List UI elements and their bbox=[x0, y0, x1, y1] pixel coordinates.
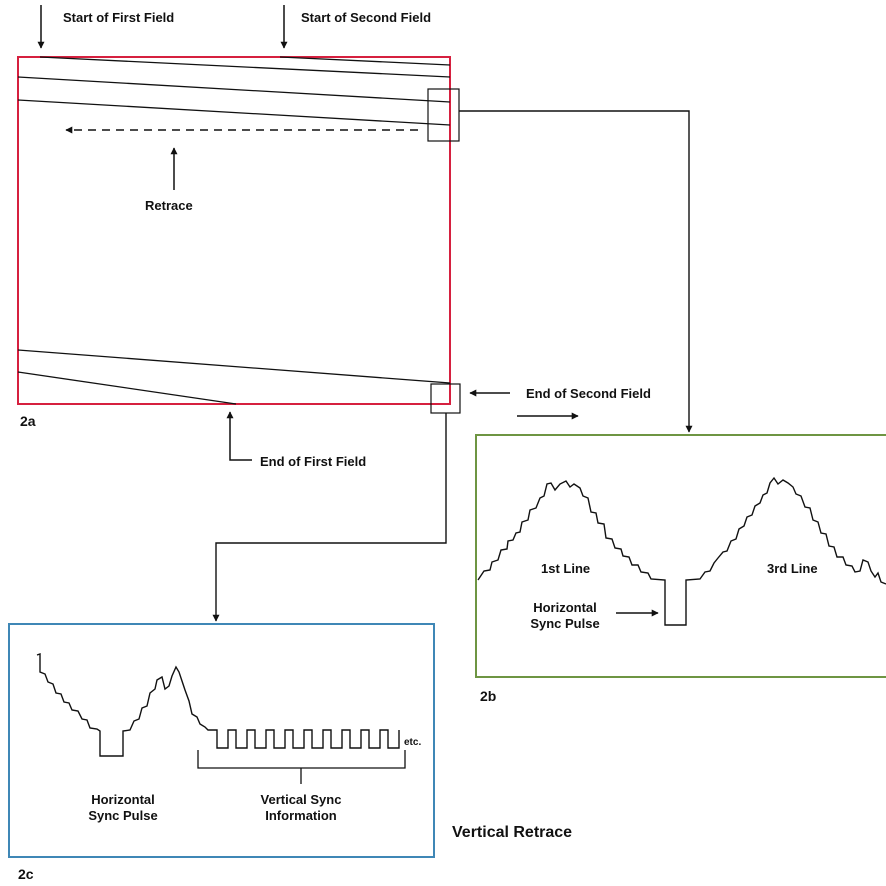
connector-to-2c bbox=[212, 413, 447, 622]
end-first-field-label: End of First Field bbox=[260, 454, 367, 469]
first-line-label: 1st Line bbox=[541, 561, 591, 576]
start-first-field-label: Start of First Field bbox=[63, 10, 175, 25]
screen-frame-2a bbox=[17, 56, 451, 405]
vsync-info-label: Vertical Sync Information bbox=[260, 792, 342, 823]
start-second-field-label: Start of Second Field bbox=[301, 10, 432, 25]
magnifier-box-bottom bbox=[430, 383, 461, 414]
end-second-field-label: End of Second Field bbox=[526, 386, 651, 401]
figure-label-2b: 2b bbox=[480, 688, 497, 704]
hsync-label-2b: Horizontal Sync Pulse bbox=[530, 600, 600, 631]
hsync-label-2c: Horizontal Sync Pulse bbox=[88, 792, 158, 823]
etc-label: etc. bbox=[404, 737, 422, 748]
connector-to-2b bbox=[459, 110, 693, 433]
waveform-box-2b bbox=[475, 434, 886, 678]
end-first-field-arrow bbox=[226, 411, 252, 461]
vsync-bracket bbox=[197, 750, 406, 784]
third-line-label: 3rd Line bbox=[767, 561, 818, 576]
figure-label-2c: 2c bbox=[18, 866, 34, 882]
retrace-label: Retrace bbox=[145, 198, 193, 213]
waveform-box-2c bbox=[8, 623, 435, 858]
vertical-retrace-caption: Vertical Retrace bbox=[452, 824, 573, 841]
magnifier-box-top bbox=[427, 88, 460, 142]
scan-lines-top bbox=[17, 56, 451, 126]
waveform-2b bbox=[477, 476, 886, 626]
waveform-2c bbox=[36, 653, 400, 757]
figure-label-2a: 2a bbox=[20, 413, 36, 429]
scan-lines-bottom bbox=[17, 349, 451, 405]
